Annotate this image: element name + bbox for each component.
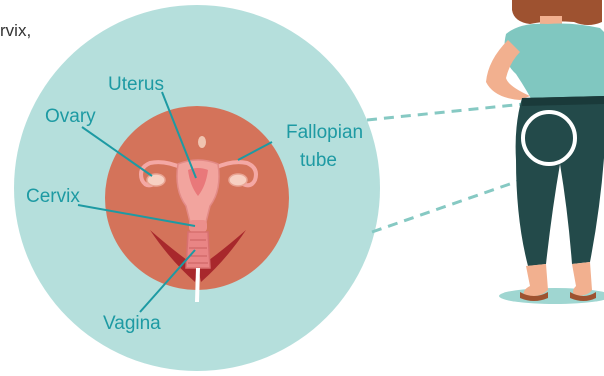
label-fallopian-line1: Fallopian — [286, 122, 363, 143]
ovary-left — [147, 174, 165, 186]
navel-mark — [198, 136, 206, 148]
label-fallopian-line2: tube — [300, 150, 337, 171]
woman-figure — [486, 0, 604, 304]
label-vagina: Vagina — [103, 313, 161, 334]
ovary-right — [229, 174, 247, 186]
clipped-caption-text: rvix, — [0, 21, 31, 40]
label-uterus: Uterus — [108, 74, 164, 95]
label-cervix: Cervix — [26, 186, 80, 207]
label-ovary: Ovary — [45, 106, 96, 127]
